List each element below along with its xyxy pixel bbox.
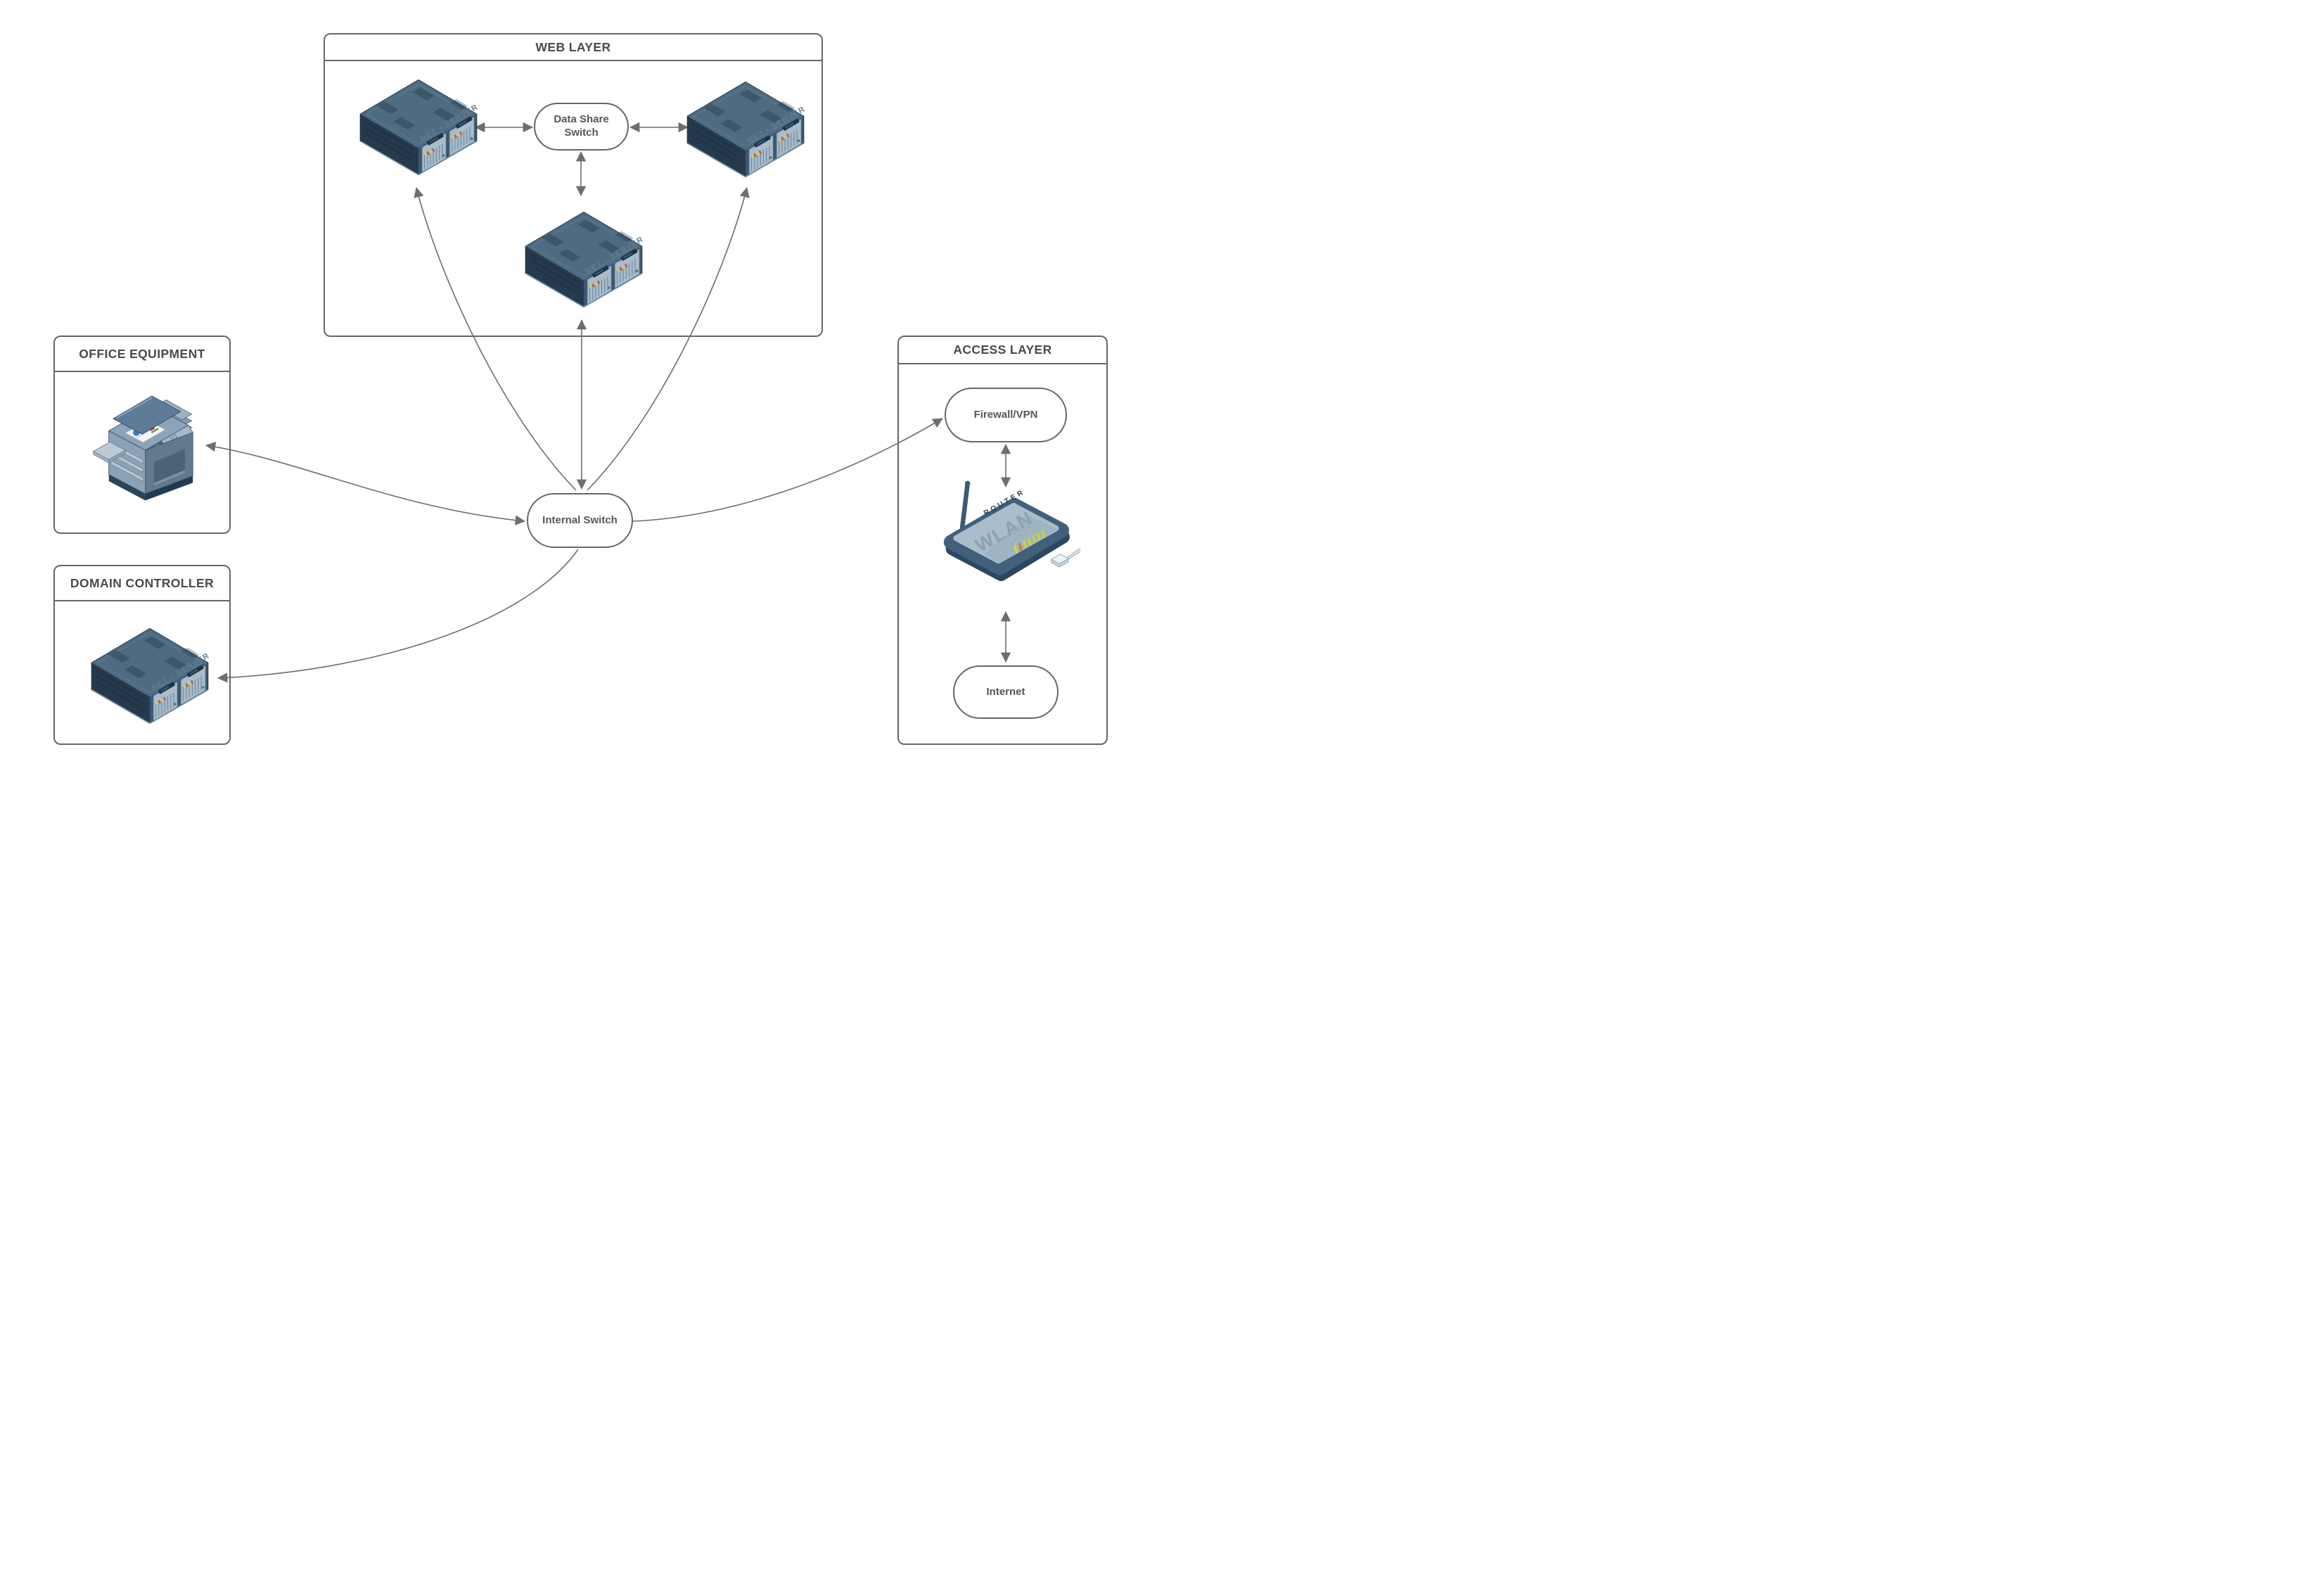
internet-label: Internet: [986, 685, 1025, 698]
network-diagram: WEB LAYER OFFICE EQUIPMENT DOMAIN CONTRO…: [0, 0, 1160, 798]
office-equipment-title-text: OFFICE EQUIPMENT: [79, 346, 205, 361]
firewall-vpn-node[interactable]: Firewall/VPN: [945, 388, 1067, 442]
web-layer-title-text: WEB LAYER: [535, 39, 611, 54]
web-server-left-icon[interactable]: NET • SERVER: [359, 78, 478, 177]
web-server-right-icon[interactable]: NET • SERVER: [686, 80, 805, 179]
wlan-router-icon[interactable]: ROUTER WLAN: [928, 476, 1083, 582]
edge-internal-switch-office-printer: [205, 442, 526, 525]
access-layer-title-text: ACCESS LAYER: [953, 343, 1052, 357]
web-server-bottom-icon[interactable]: NET • SERVER: [524, 210, 644, 309]
firewall-vpn-label: Firewall/VPN: [973, 408, 1038, 421]
office-equipment-title: OFFICE EQUIPMENT: [55, 337, 229, 372]
printer-icon[interactable]: [90, 378, 206, 506]
domain-controller-title: DOMAIN CONTROLLER: [55, 566, 229, 601]
domain-controller-title-text: DOMAIN CONTROLLER: [70, 575, 215, 590]
data-share-switch-node[interactable]: Data Share Switch: [534, 103, 629, 151]
access-layer-title: ACCESS LAYER: [899, 337, 1106, 364]
web-layer-title: WEB LAYER: [325, 34, 821, 61]
internal-switch-node[interactable]: Internal Switch: [527, 493, 633, 548]
domain-controller-server-icon[interactable]: NET • SERVER: [90, 627, 210, 725]
internal-switch-label: Internal Switch: [542, 513, 618, 526]
data-share-switch-label: Data Share Switch: [554, 113, 609, 139]
internet-node[interactable]: Internet: [953, 665, 1059, 719]
edge-internal-switch-firewall: [632, 418, 943, 522]
edge-internal-switch-domain-controller: [217, 549, 579, 683]
